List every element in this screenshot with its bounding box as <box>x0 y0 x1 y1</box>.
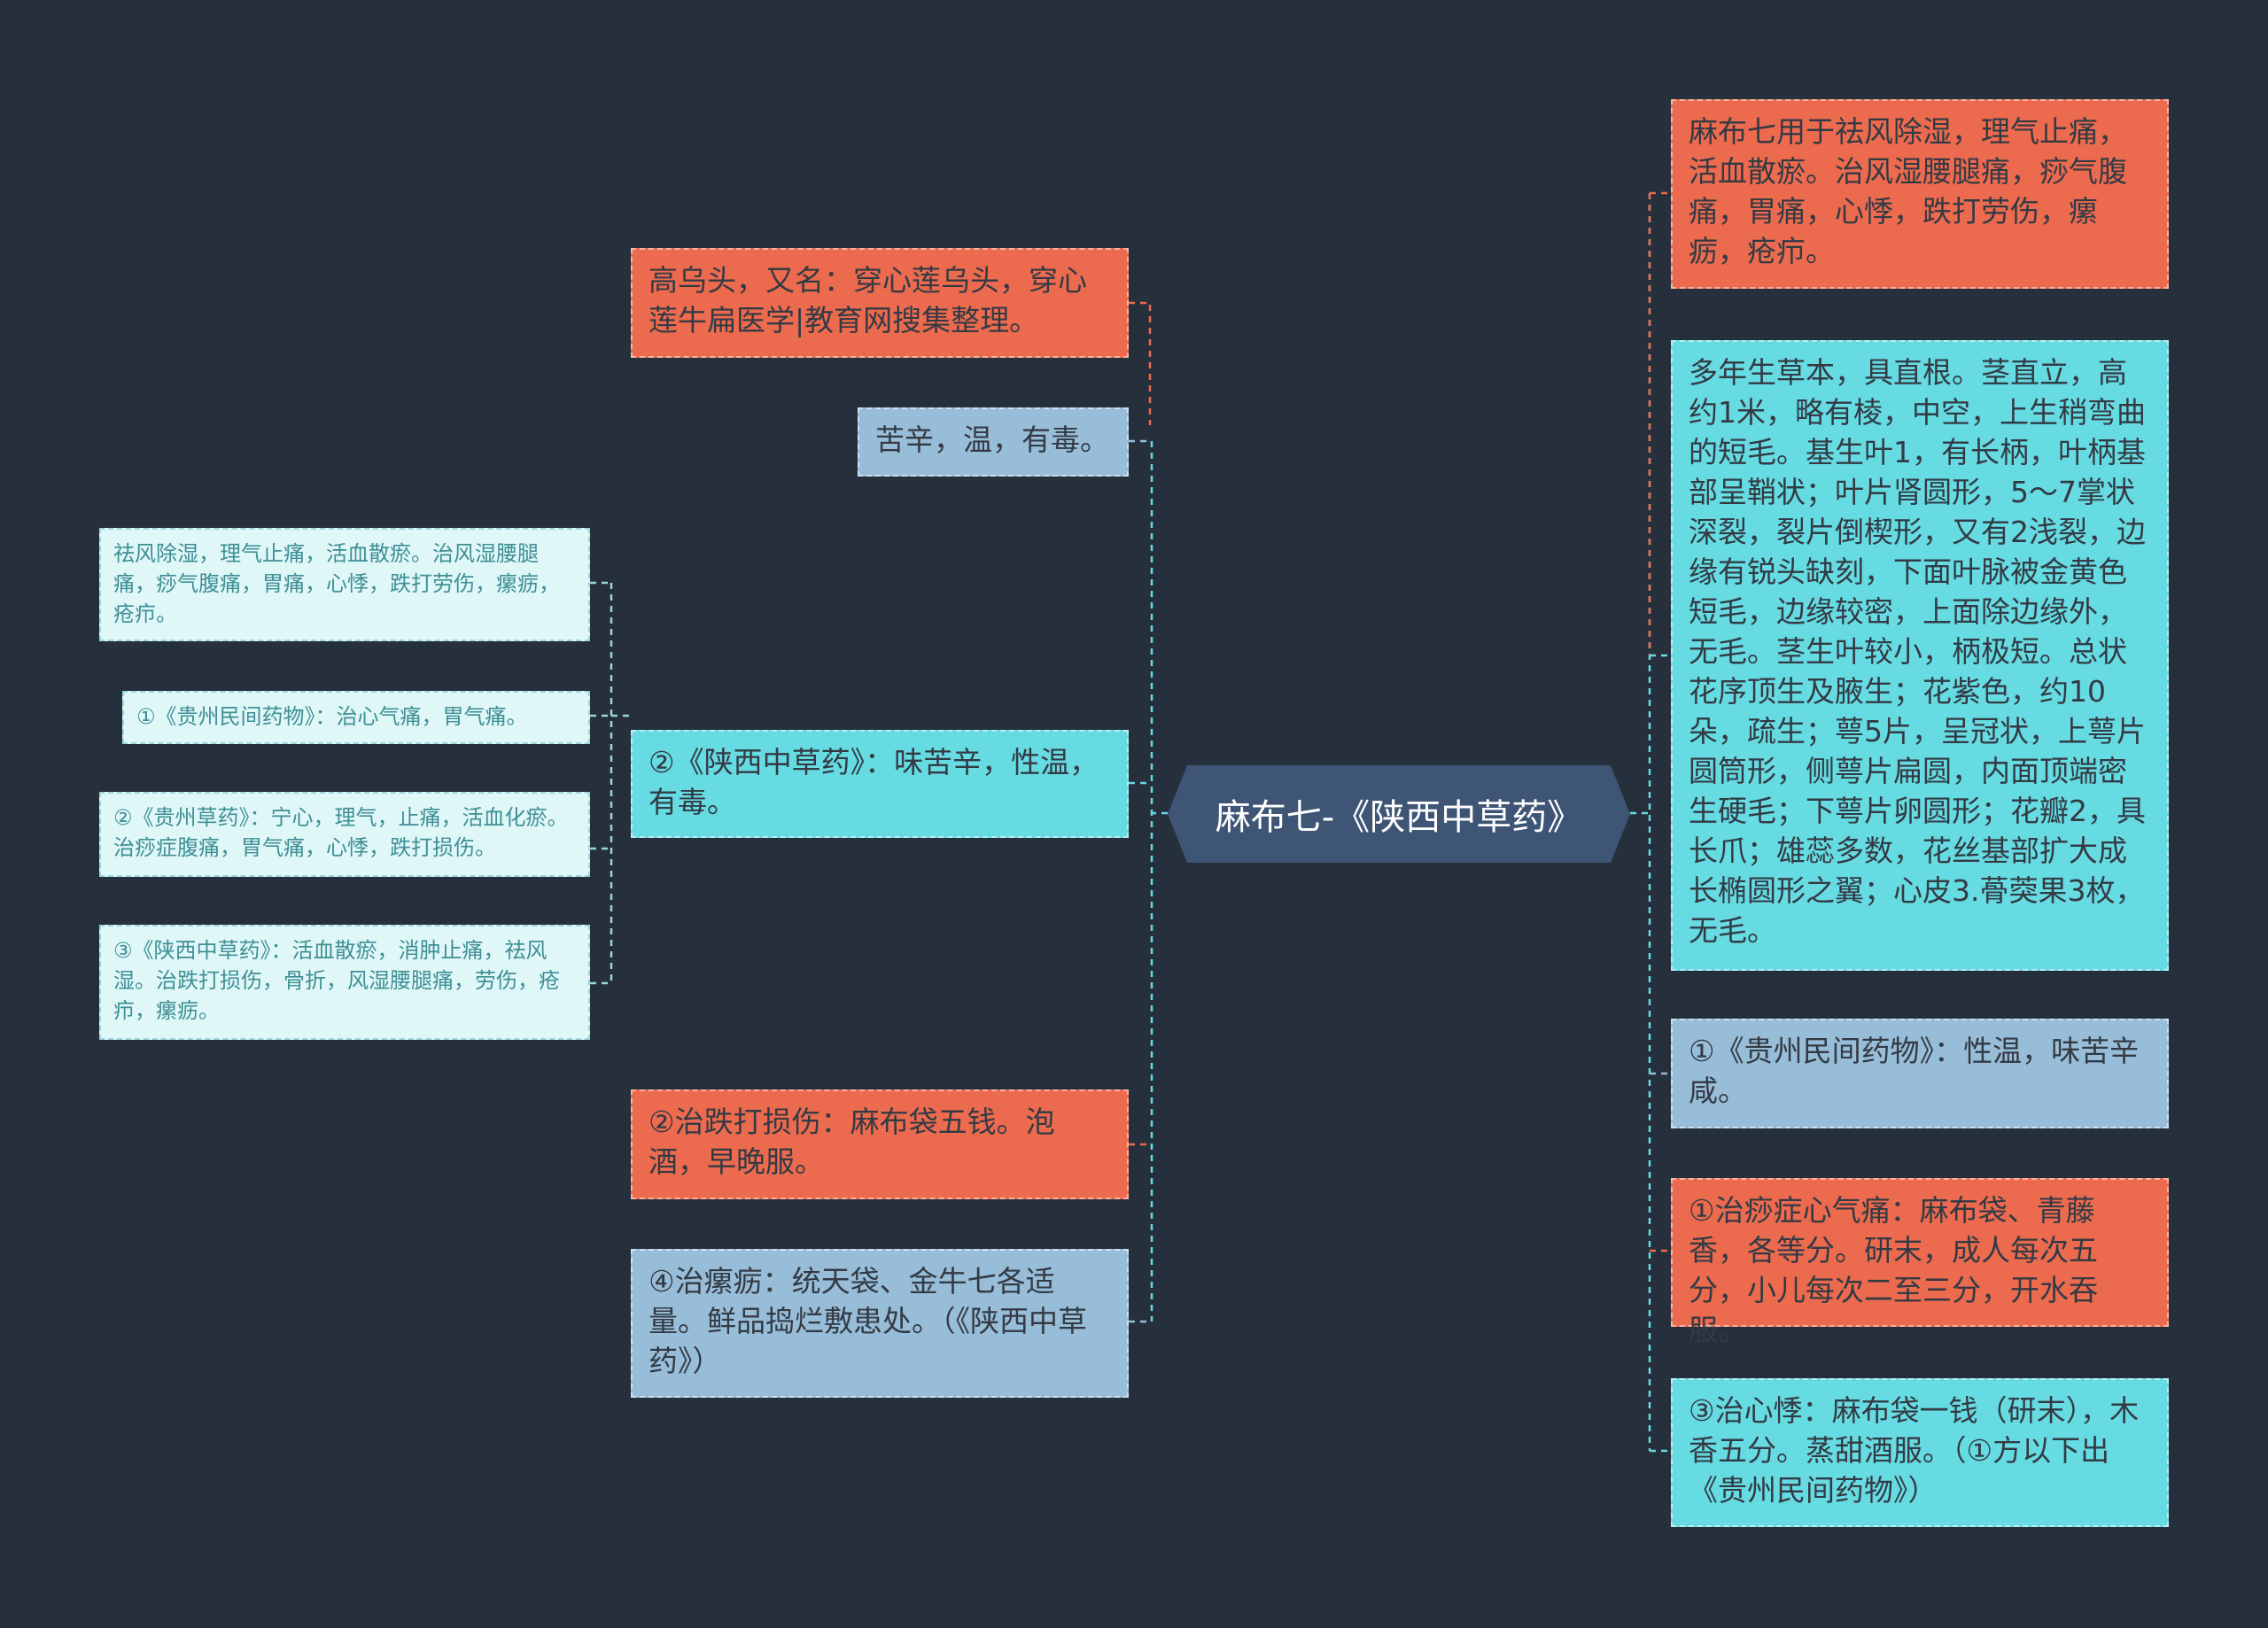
sub-node-functions[interactable]: 祛风除湿，理气止痛，活血散瘀。治风湿腰腿痛，痧气腹痛，胃痛，心悸，跌打劳伤，瘰疬… <box>99 528 590 641</box>
sub-node-guizhou-folk[interactable]: ①《贵州民间药物》：治心气痛，胃气痛。 <box>122 691 590 744</box>
right-node-palpitation-remedy[interactable]: ③治心悸：麻布袋一钱（研末），木香五分。蒸甜酒服。（①方以下出《贵州民间药物》） <box>1671 1378 2169 1527</box>
left-node-injury-remedy[interactable]: ②治跌打损伤：麻布袋五钱。泡酒，早晚服。 <box>631 1089 1129 1199</box>
right-node-description-text: 多年生草本，具直根。茎直立，高约1米，略有棱，中空，上生稍弯曲的短毛。基生叶1，… <box>1689 355 2146 948</box>
center-hexagon-shape <box>1168 765 1630 863</box>
left-node-scrofula-remedy-text: ④治瘰疬：统天袋、金牛七各适量。鲜品捣烂敷患处。（《陕西中草药》） <box>649 1264 1087 1378</box>
right-node-palpitation-remedy-text: ③治心悸：麻布袋一钱（研末），木香五分。蒸甜酒服。（①方以下出《贵州民间药物》） <box>1689 1393 2140 1508</box>
left-node-taste[interactable]: 苦辛，温，有毒。 <box>858 407 1129 477</box>
left-node-taste-text: 苦辛，温，有毒。 <box>875 423 1109 457</box>
sub-node-functions-text: 祛风除湿，理气止痛，活血散瘀。治风湿腰腿痛，痧气腹痛，胃痛，心悸，跌打劳伤，瘰疬… <box>113 541 560 626</box>
left-node-alias[interactable]: 高乌头，又名：穿心莲乌头，穿心莲牛扁医学|教育网搜集整理。 <box>631 248 1129 358</box>
right-node-description[interactable]: 多年生草本，具直根。茎直立，高约1米，略有棱，中空，上生稍弯曲的短毛。基生叶1，… <box>1671 340 2169 971</box>
left-node-shaanxi-property[interactable]: ②《陕西中草药》：味苦辛，性温，有毒。 <box>631 730 1129 838</box>
center-node[interactable]: 麻布七-《陕西中草药》 <box>1168 765 1630 863</box>
sub-node-shaanxi-herbs[interactable]: ③《陕西中草药》：活血散瘀，消肿止痛，祛风湿。治跌打损伤，骨折，风湿腰腿痛，劳伤… <box>99 925 590 1040</box>
link-left-1 <box>1129 301 1152 425</box>
right-node-guizhou-property[interactable]: ①《贵州民间药物》：性温，味苦辛咸。 <box>1671 1019 2169 1128</box>
sub-node-guizhou-herbs[interactable]: ②《贵州草药》：宁心，理气，止痛，活血化瘀。治痧症腹痛，胃气痛，心悸，跌打损伤。 <box>99 792 590 877</box>
right-node-usage[interactable]: 麻布七用于祛风除湿，理气止痛，活血散瘀。治风湿腰腿痛，痧气腹痛，胃痛，心悸，跌打… <box>1671 99 2169 289</box>
left-node-alias-text: 高乌头，又名：穿心莲乌头，穿心莲牛扁医学|教育网搜集整理。 <box>649 263 1087 337</box>
sub-node-shaanxi-herbs-text: ③《陕西中草药》：活血散瘀，消肿止痛，祛风湿。治跌打损伤，骨折，风湿腰腿痛，劳伤… <box>113 938 560 1023</box>
left-node-scrofula-remedy[interactable]: ④治瘰疬：统天袋、金牛七各适量。鲜品捣烂敷患处。（《陕西中草药》） <box>631 1249 1129 1398</box>
right-node-heartache-remedy[interactable]: ①治痧症心气痛：麻布袋、青藤香，各等分。研末，成人每次五分，小儿每次二至三分，开… <box>1671 1178 2169 1347</box>
sub-node-guizhou-folk-text: ①《贵州民间药物》：治心气痛，胃气痛。 <box>136 704 528 729</box>
right-node-usage-text: 麻布七用于祛风除湿，理气止痛，活血散瘀。治风湿腰腿痛，痧气腹痛，胃痛，心悸，跌打… <box>1689 114 2127 268</box>
sub-node-guizhou-herbs-text: ②《贵州草药》：宁心，理气，止痛，活血化瘀。治痧症腹痛，胃气痛，心悸，跌打损伤。 <box>113 805 569 860</box>
left-node-shaanxi-property-text: ②《陕西中草药》：味苦辛，性温，有毒。 <box>649 745 1099 819</box>
left-node-injury-remedy-text: ②治跌打损伤：麻布袋五钱。泡酒，早晚服。 <box>649 1105 1055 1179</box>
right-node-heartache-remedy-text: ①治痧症心气痛：麻布袋、青藤香，各等分。研末，成人每次五分，小儿每次二至三分，开… <box>1689 1193 2098 1347</box>
center-node-label: 麻布七-《陕西中草药》 <box>1215 797 1583 838</box>
right-node-guizhou-property-text: ①《贵州民间药物》：性温，味苦辛咸。 <box>1689 1034 2140 1108</box>
